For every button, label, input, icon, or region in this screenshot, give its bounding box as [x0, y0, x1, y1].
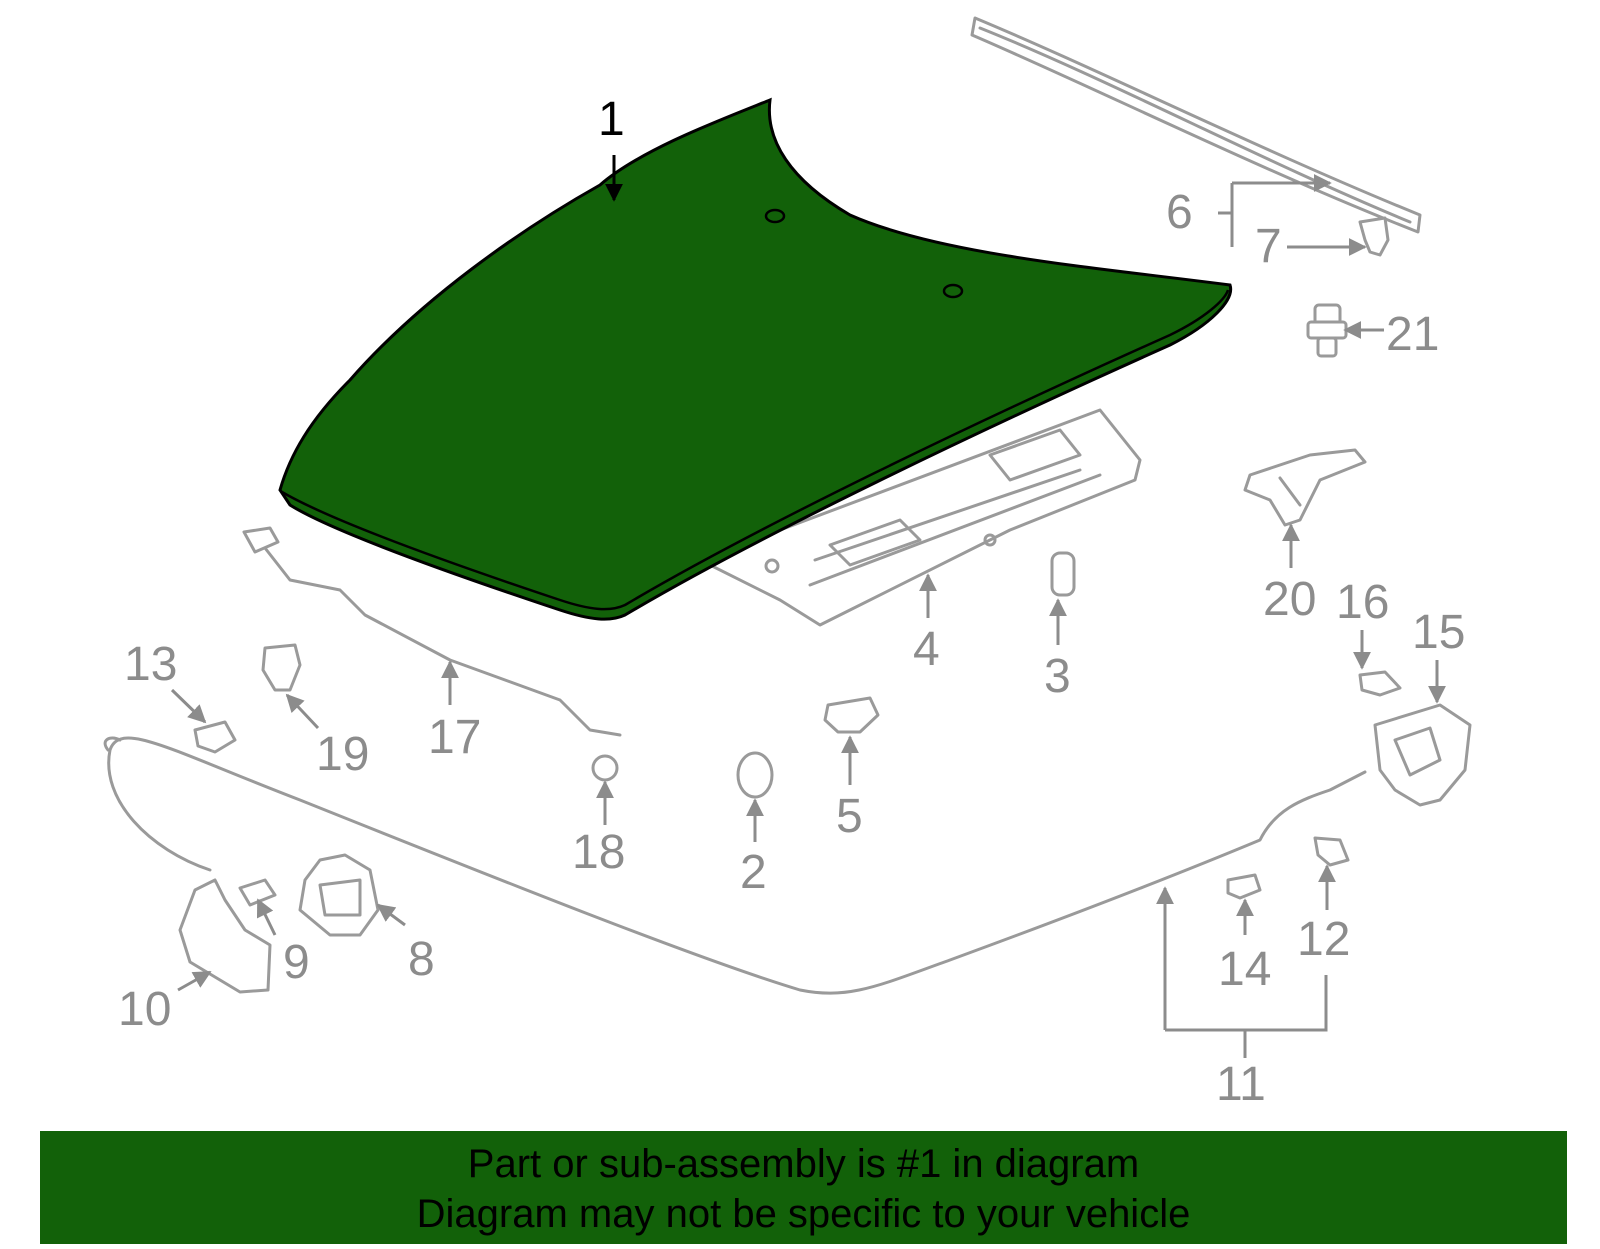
disclaimer-line-2: Diagram may not be specific to your vehi… [416, 1192, 1191, 1236]
leader-8 [376, 903, 406, 927]
part-7-clip[interactable] [1358, 216, 1390, 257]
callout-labels: 1 6 7 21 20 16 15 4 3 13 19 17 18 2 5 12… [118, 93, 1465, 1111]
callout-12: 12 [1297, 913, 1350, 966]
part-5-grommet[interactable] [823, 696, 880, 734]
part-14-clip[interactable] [1226, 873, 1262, 900]
part-19-clip[interactable] [261, 643, 302, 692]
disclaimer-line-1: Part or sub-assembly is #1 in diagram [467, 1142, 1140, 1186]
callout-11: 11 [1216, 1058, 1266, 1111]
callout-14: 14 [1218, 943, 1271, 996]
part-12-clip[interactable] [1313, 836, 1350, 867]
leader-9 [256, 898, 277, 936]
callout-10: 10 [118, 983, 171, 1036]
callout-7: 7 [1255, 220, 1282, 273]
callout-8: 8 [408, 933, 435, 986]
part-2-bumper[interactable] [736, 751, 774, 799]
callout-3: 3 [1044, 650, 1071, 703]
part-13-clip[interactable] [193, 720, 237, 754]
callout-18: 18 [572, 826, 625, 879]
leader-lines [170, 155, 1446, 1058]
part-20-hinge[interactable] [1243, 448, 1367, 527]
part-15-latch-bracket[interactable] [1373, 703, 1472, 807]
callout-20: 20 [1263, 573, 1316, 626]
callout-5: 5 [836, 790, 863, 843]
part-8-latch[interactable] [298, 853, 380, 937]
callout-1: 1 [598, 93, 625, 146]
callout-2: 2 [740, 846, 767, 899]
callout-6: 6 [1166, 186, 1193, 239]
leader-19 [285, 693, 320, 730]
callout-13: 13 [124, 638, 177, 691]
part-16-bolt[interactable] [1358, 670, 1402, 697]
part-18-grommet[interactable] [591, 754, 619, 782]
part-6-weatherstrip[interactable] [970, 16, 1422, 234]
part-4-insulator-pad[interactable] [698, 408, 1142, 627]
callout-4: 4 [913, 623, 940, 676]
callout-17: 17 [428, 711, 481, 764]
leader-6 [1218, 183, 1330, 247]
callout-15: 15 [1412, 606, 1465, 659]
diagram-disclaimer-banner: Part or sub-assembly is #1 in diagram Di… [40, 1131, 1567, 1244]
part-11-release-cable[interactable] [103, 736, 1367, 995]
part-17-prop-rod[interactable] [242, 526, 622, 737]
callout-19: 19 [316, 728, 369, 781]
leader-10 [177, 970, 212, 992]
hood-highlight-fill [278, 97, 1233, 621]
leader-13 [170, 688, 207, 724]
part-3-bumper[interactable] [1050, 551, 1076, 597]
part-10-bracket[interactable] [178, 878, 272, 994]
callout-16: 16 [1336, 576, 1389, 629]
part-21-bolt[interactable] [1306, 303, 1348, 358]
callout-9: 9 [283, 936, 310, 989]
part-1-hood-panel[interactable] [278, 97, 1233, 621]
part-9-bolt[interactable] [238, 878, 277, 907]
callout-21: 21 [1386, 308, 1439, 361]
